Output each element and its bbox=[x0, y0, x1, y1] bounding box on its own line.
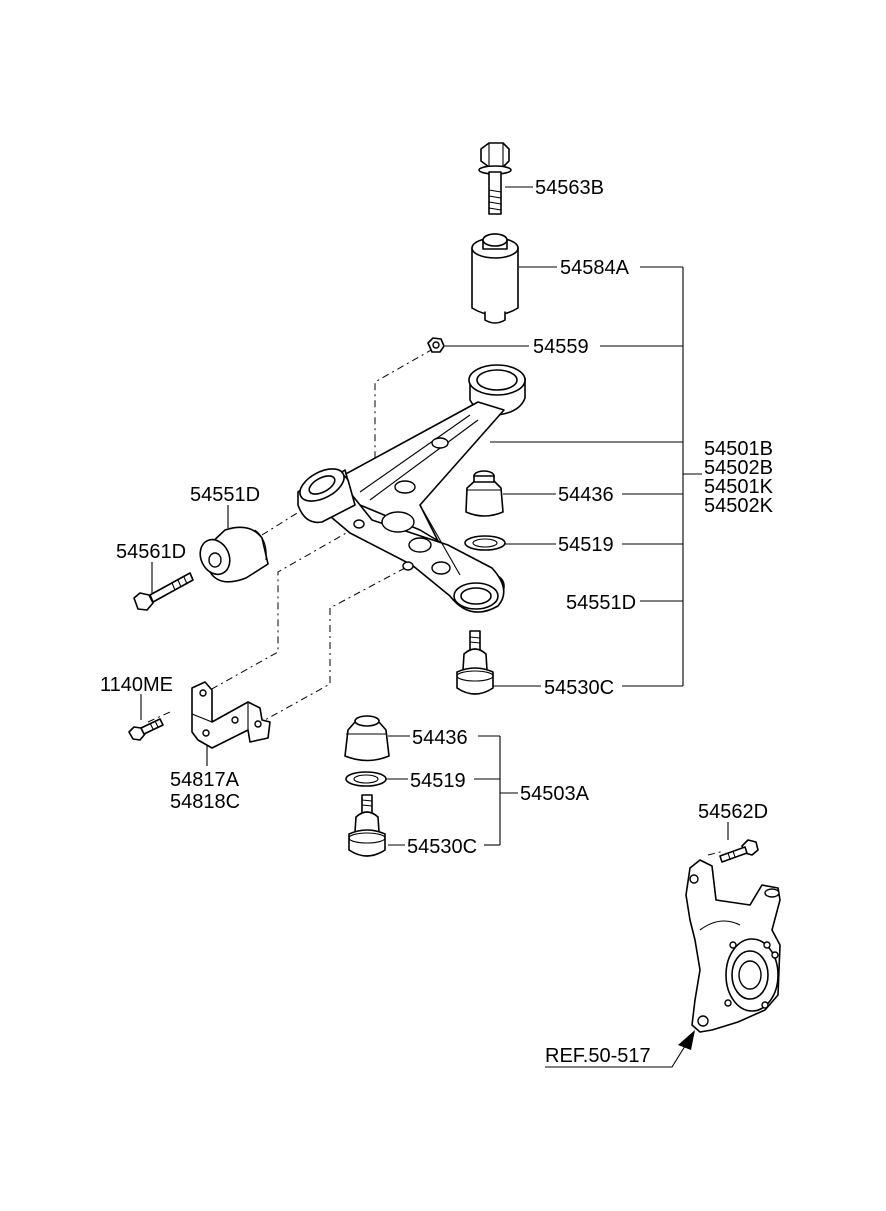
label-54503a: 54503A bbox=[520, 783, 590, 805]
label-54562d: 54562D bbox=[698, 801, 768, 823]
label-54551d-right: 54551D bbox=[566, 592, 636, 614]
label-54818c: 54818C bbox=[170, 791, 240, 813]
lower-control-arm-icon bbox=[297, 364, 526, 613]
knuckle-icon bbox=[685, 859, 781, 1033]
label-54563b: 54563B bbox=[535, 177, 604, 199]
label-54551d-left: 54551D bbox=[190, 484, 260, 506]
label-54559: 54559 bbox=[533, 336, 589, 358]
bushing-icon bbox=[199, 526, 269, 583]
label-54530c-bottom: 54530C bbox=[407, 836, 477, 858]
ring-icon bbox=[345, 771, 387, 787]
ring-icon bbox=[464, 535, 506, 551]
leader-lines bbox=[140, 186, 729, 1068]
label-1140me: 1140ME bbox=[100, 674, 173, 696]
label-54502b: 54502B bbox=[704, 457, 773, 479]
assembly-lines bbox=[147, 348, 725, 856]
part-labels: 54563B 54584A 54559 54501B 54502B 54501K… bbox=[100, 177, 774, 1067]
label-54817a: 54817A bbox=[170, 769, 240, 791]
label-54436-bottom: 54436 bbox=[412, 727, 468, 749]
dust-boot-icon bbox=[465, 470, 504, 517]
label-54519-bottom: 54519 bbox=[410, 770, 466, 792]
stabilizer-bracket-icon bbox=[191, 681, 271, 749]
label-54501b: 54501B bbox=[704, 438, 773, 460]
label-54530c-top: 54530C bbox=[544, 677, 614, 699]
dust-boot-icon bbox=[344, 715, 390, 762]
label-54584a: 54584A bbox=[560, 257, 630, 279]
nut-icon bbox=[427, 337, 445, 353]
label-54561d: 54561D bbox=[116, 541, 186, 563]
bushing-icon bbox=[471, 233, 519, 324]
label-ref: REF.50-517 bbox=[545, 1045, 651, 1067]
label-54501k: 54501K bbox=[704, 476, 774, 498]
label-54436-top: 54436 bbox=[558, 484, 614, 506]
label-54502k: 54502K bbox=[704, 495, 774, 517]
arrow-icon bbox=[678, 1030, 695, 1050]
ball-joint-icon bbox=[348, 794, 386, 857]
bolt-icon bbox=[719, 839, 759, 863]
bolt-icon bbox=[478, 142, 512, 215]
bolt-icon bbox=[128, 718, 164, 741]
ball-joint-icon bbox=[456, 630, 494, 695]
bolt-icon bbox=[133, 572, 194, 611]
label-54519-top: 54519 bbox=[558, 534, 614, 556]
